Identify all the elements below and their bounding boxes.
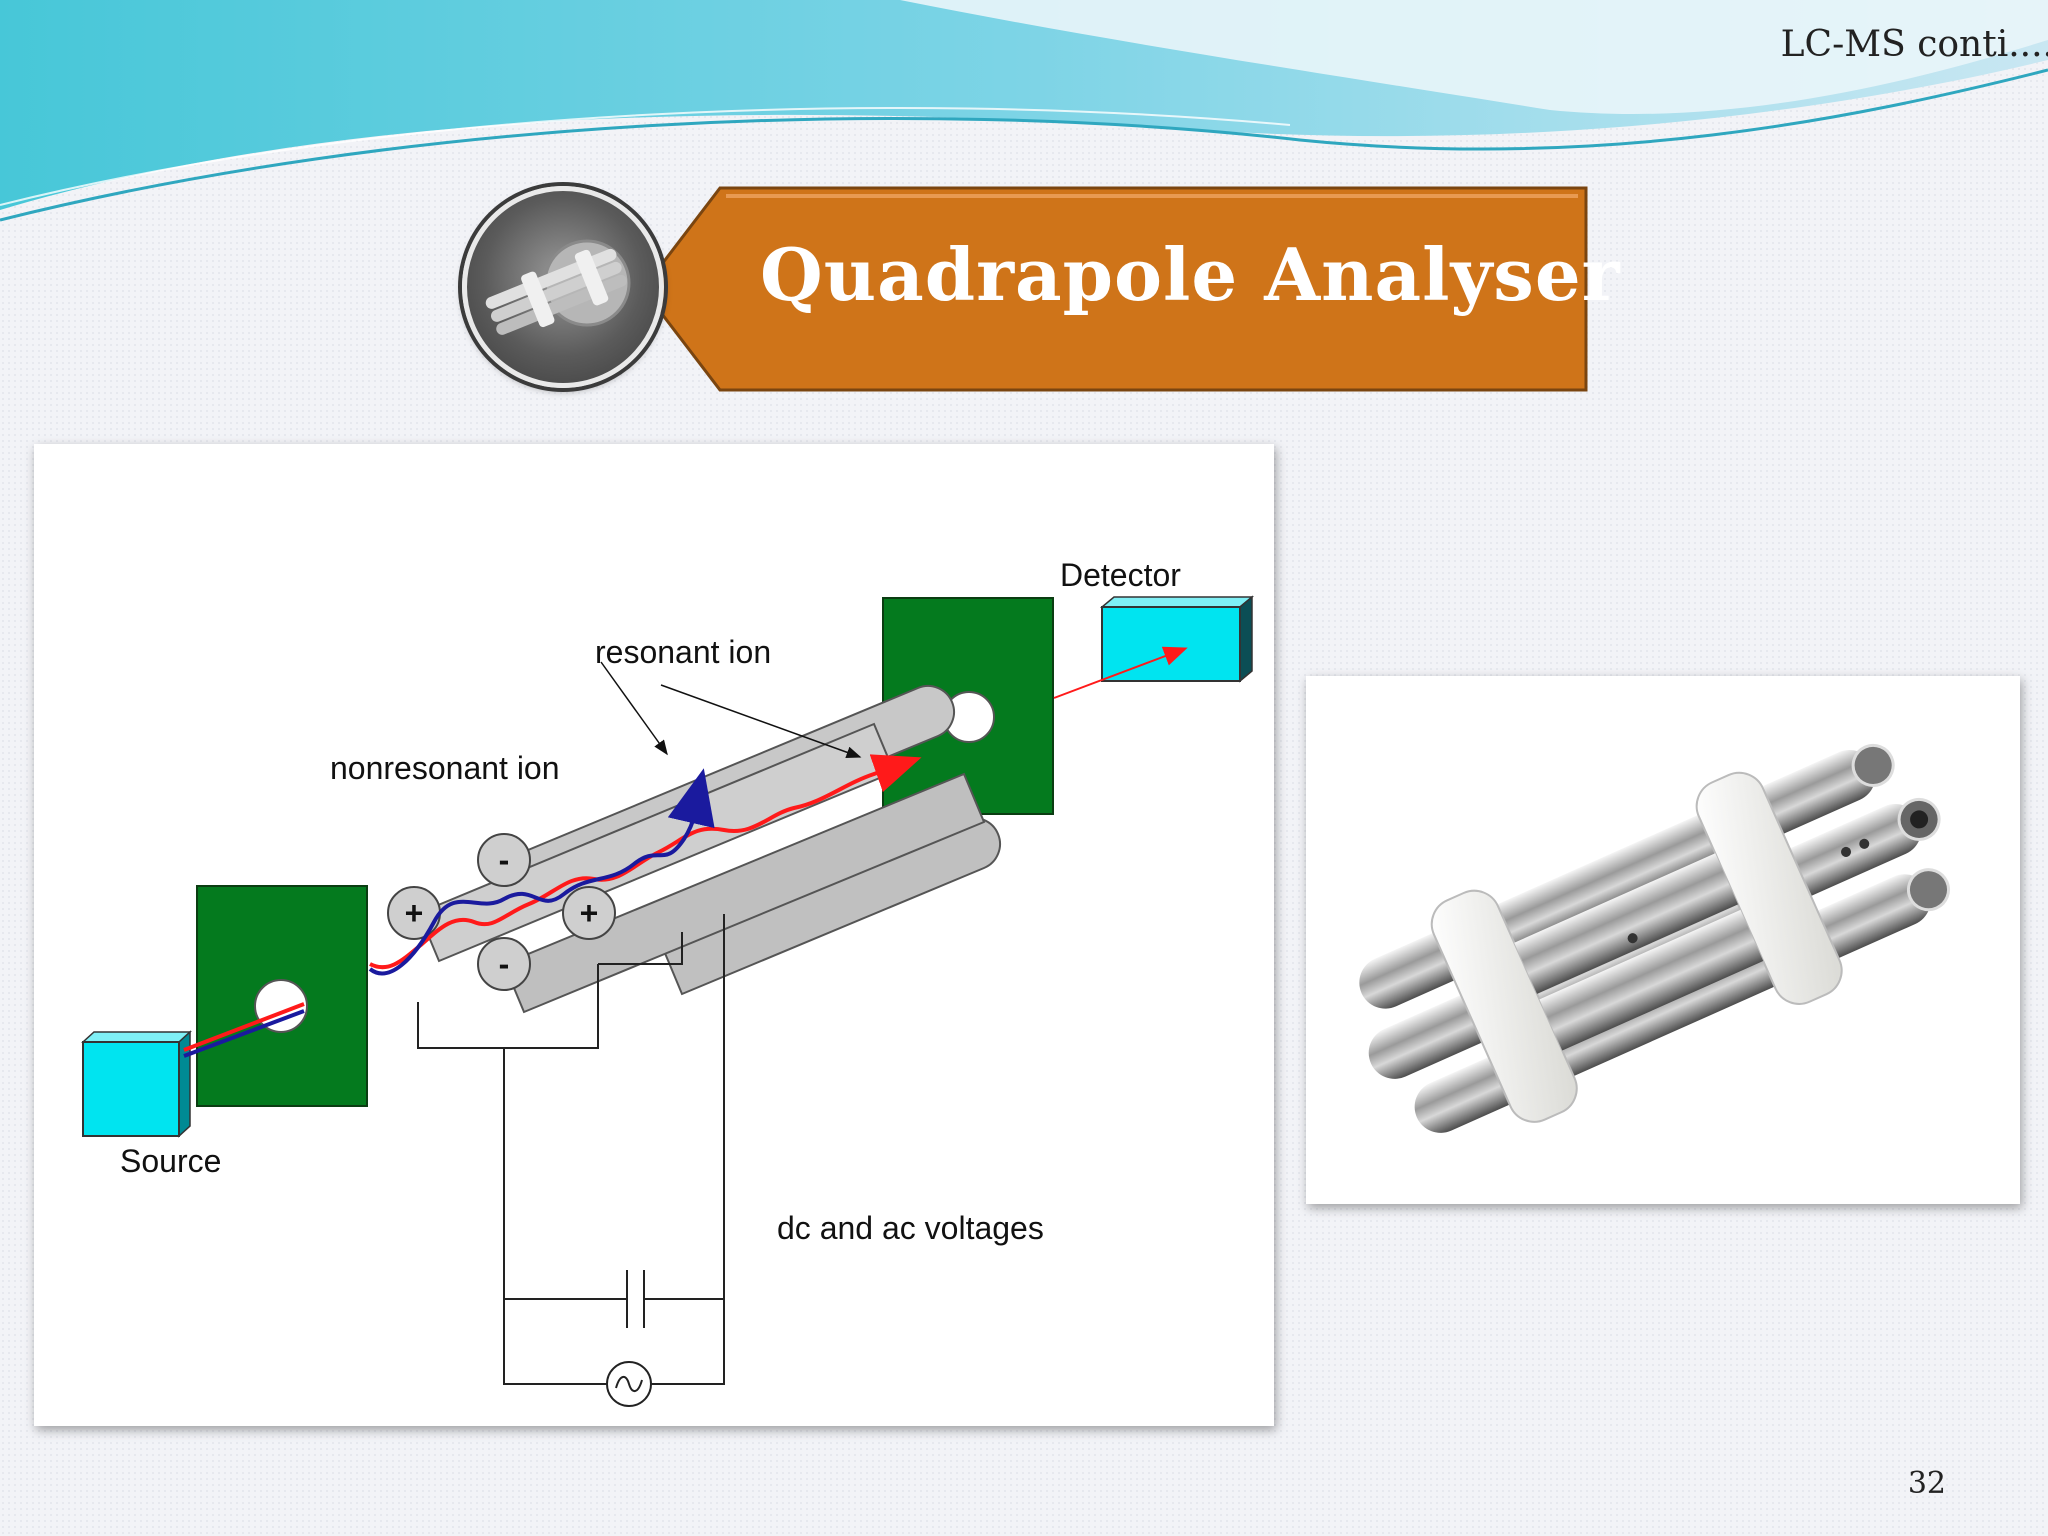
detector-box xyxy=(1099,595,1255,683)
header-wave-decoration xyxy=(0,0,2048,222)
title-medallion-image xyxy=(462,186,664,388)
nonresonant-ion-path xyxy=(368,768,715,976)
voltage-circuit xyxy=(417,914,725,1407)
quadrupole-photo xyxy=(1306,676,2020,1204)
detector-label: Detector xyxy=(1060,557,1181,593)
running-header: LC-MS conti.... xyxy=(1780,24,2048,65)
source-box xyxy=(81,1030,192,1138)
quadrupole-diagram: - + + - xyxy=(34,444,1274,1426)
quadrupole-rods: - + + - xyxy=(387,685,1001,1014)
resonant-ion-label: resonant ion xyxy=(595,634,771,670)
rod-end-top xyxy=(477,833,531,887)
nonresonant-ion-label: nonresonant ion xyxy=(330,750,560,786)
rod-end-right xyxy=(562,886,616,940)
rod-polarity-left: + xyxy=(405,895,424,931)
voltages-label: dc and ac voltages xyxy=(777,1210,1044,1246)
page-number: 32 xyxy=(1907,1466,1946,1501)
rod-polarity-bottom: - xyxy=(499,946,510,982)
quadrupole-schematic: - + + - xyxy=(81,557,1255,1407)
slide-title: Quadrapole Analyser xyxy=(760,232,1621,317)
rod-end-bottom xyxy=(477,937,531,991)
quadrupole-rod-assembly-image xyxy=(1359,743,1950,1133)
rod-polarity-top: - xyxy=(499,842,510,878)
title-banner xyxy=(660,186,1588,392)
source-label: Source xyxy=(120,1143,221,1179)
resonant-ion-exit xyxy=(1053,646,1188,699)
rod-polarity-right: + xyxy=(580,895,599,931)
